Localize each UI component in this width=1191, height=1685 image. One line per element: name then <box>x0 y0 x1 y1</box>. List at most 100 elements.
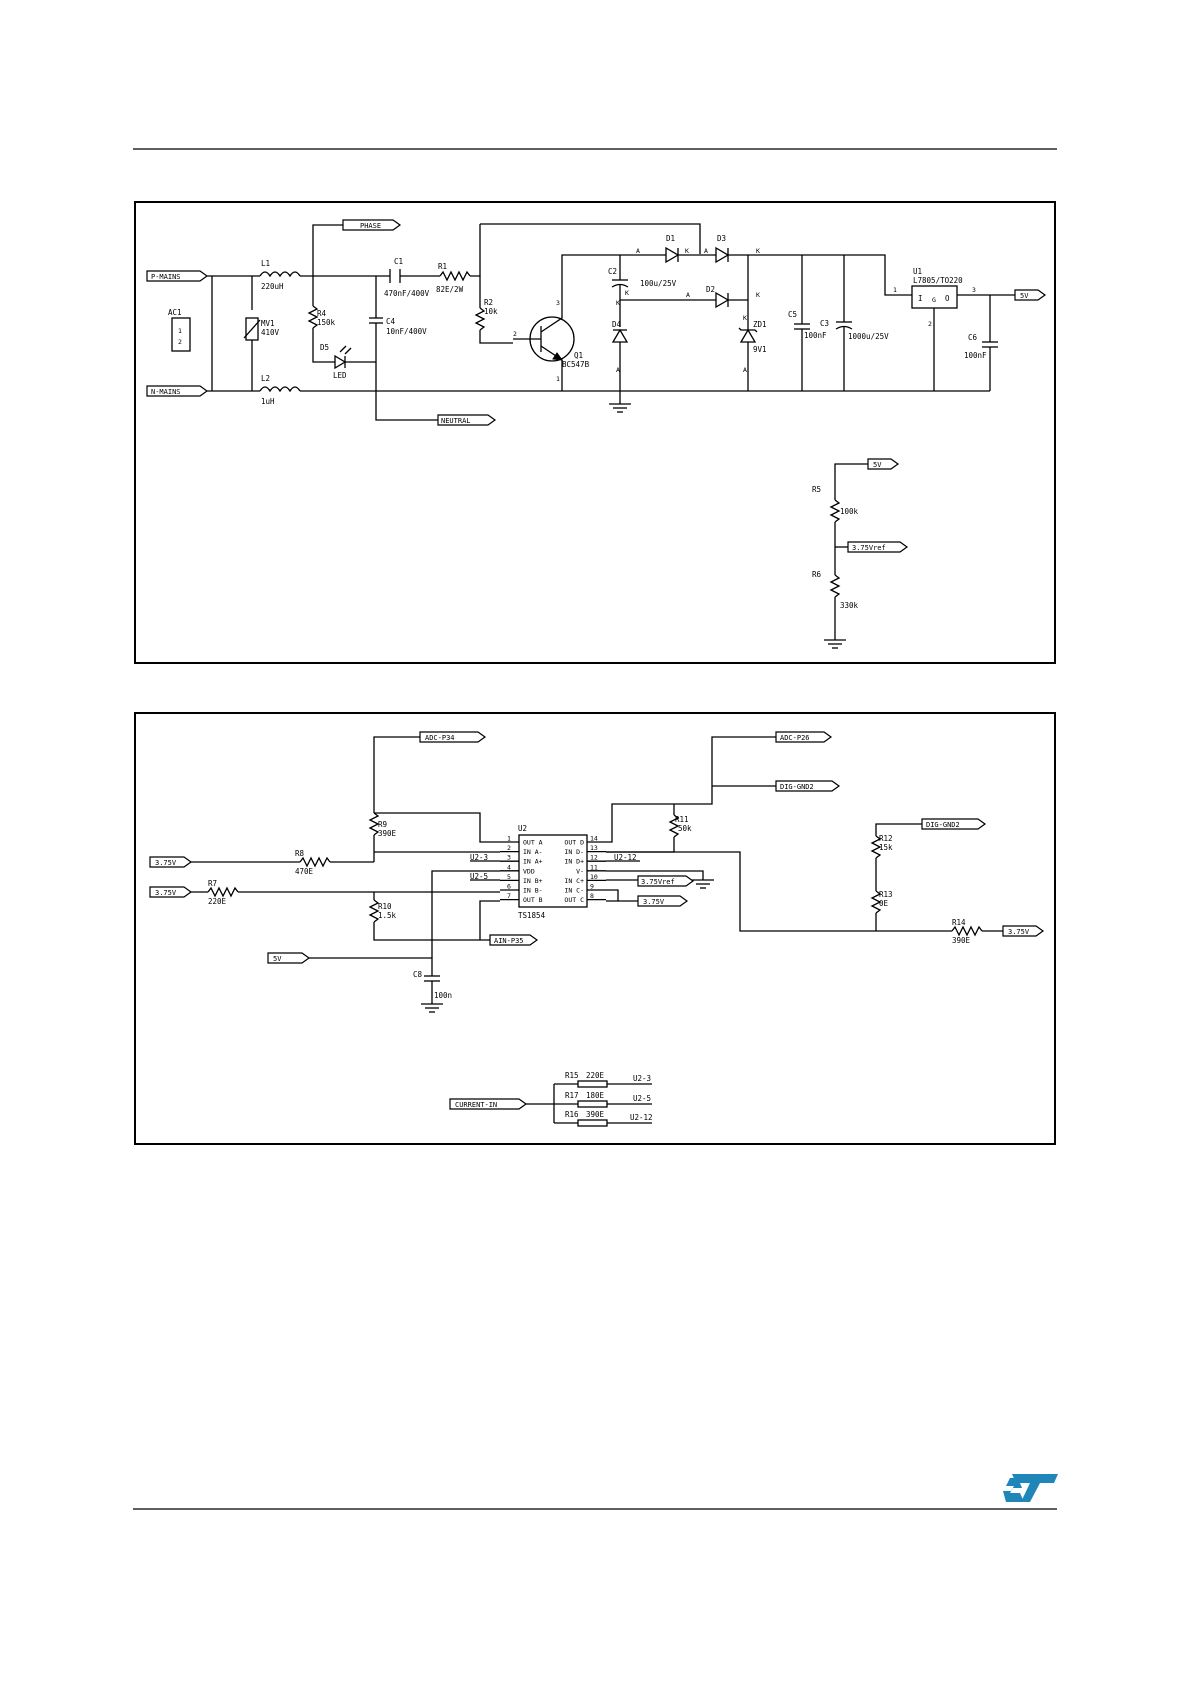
r2-ref: R2 <box>484 298 493 307</box>
r17-resistor <box>577 1100 608 1108</box>
r14-ref: R14 <box>952 918 966 927</box>
u1-pin3: 3 <box>972 286 976 294</box>
r13-value: 0E <box>879 899 889 908</box>
c1-ref: C1 <box>394 257 403 266</box>
st-logo-icon <box>1003 1474 1058 1502</box>
u2-pin-number: 9 <box>590 883 594 891</box>
d5-value: LED <box>333 371 347 380</box>
port-375v-r14 <box>1002 925 1045 937</box>
u2-pin-name: OUT C <box>564 896 584 904</box>
port-neutral <box>437 414 497 426</box>
zd1-k: K <box>743 314 747 322</box>
r15-value: 220E <box>586 1071 605 1080</box>
r7-ref: R7 <box>208 879 217 888</box>
net-u2-3-left: U2-3 <box>470 853 488 862</box>
port-ref-u2-label: 3.75Vref <box>641 878 675 886</box>
u2-pin-name: VDD <box>523 867 535 875</box>
port-375v-in2 <box>149 886 193 898</box>
u2-pin-name: IN A- <box>523 848 543 856</box>
r14-value: 390E <box>952 936 971 945</box>
d4-k: K <box>616 299 620 307</box>
r10-ref: R10 <box>378 902 392 911</box>
port-adc-p26-label: ADC-P26 <box>780 734 810 742</box>
d5-ref: D5 <box>320 343 329 352</box>
r8-value: 470E <box>295 867 314 876</box>
r16-ref: R16 <box>565 1110 579 1119</box>
r10-resistor <box>368 899 380 923</box>
power-frame <box>134 201 1056 664</box>
u2-pin-number: 4 <box>507 863 511 871</box>
c4-ref: C4 <box>386 317 396 326</box>
c6-ref: C6 <box>968 333 978 342</box>
u1-pin1: 1 <box>893 286 897 294</box>
r2-resistor <box>474 307 486 331</box>
r17-ref: R17 <box>565 1091 579 1100</box>
port-ref-u2 <box>637 875 695 887</box>
c3-value: 1000u/25V <box>848 332 889 341</box>
r13-resistor <box>870 890 882 914</box>
mv1-ref: MV1 <box>261 319 275 328</box>
l1-inductor <box>259 271 301 278</box>
u2-ref: U2 <box>518 824 527 833</box>
zd1-zener <box>739 328 757 343</box>
c6-value: 100nF <box>964 351 987 360</box>
q1-pin3: 3 <box>556 299 560 307</box>
q1-ref: Q1 <box>574 351 583 360</box>
zd1-ref: ZD1 <box>753 320 767 329</box>
u2-pin-name: OUT B <box>523 896 543 904</box>
ac1-ref: AC1 <box>168 308 182 317</box>
r1-value: 82E/2W <box>436 285 464 294</box>
u2-pin-name: IN B+ <box>523 877 543 885</box>
port-5v-out-label: 5V <box>1020 292 1029 300</box>
port-dig-gnd2-b-label: DIG-GND2 <box>926 821 960 829</box>
d4-diode <box>611 328 629 343</box>
r6-resistor <box>829 574 841 598</box>
l1-ref: L1 <box>261 259 270 268</box>
d3-a: A <box>704 247 708 255</box>
u2-pin-name: IN A+ <box>523 858 543 866</box>
r9-value: 390E <box>378 829 397 838</box>
port-p-mains <box>146 270 209 282</box>
c2-k: K <box>625 289 629 297</box>
u2-pin-number: 10 <box>590 873 598 881</box>
r14-resistor <box>951 925 983 937</box>
u2-pin-number: 5 <box>507 873 511 881</box>
u2-pin-name: IN D- <box>564 848 584 856</box>
r11-ref: R11 <box>675 815 689 824</box>
r16-value: 390E <box>586 1110 605 1119</box>
u2-pin-number: 3 <box>507 854 511 862</box>
r8-resistor <box>299 856 331 868</box>
u2-pin-number: 6 <box>507 883 511 891</box>
d2-k: K <box>756 291 760 299</box>
u2-pin-number: 8 <box>590 892 594 900</box>
net-u2-5-bottom: U2-5 <box>633 1094 651 1103</box>
net-u2-5-left: U2-5 <box>470 872 488 881</box>
u2-pin-number: 11 <box>590 863 598 871</box>
c3-ref: C3 <box>820 319 829 328</box>
opamp-frame <box>134 712 1056 1145</box>
d1-k: K <box>685 247 689 255</box>
d3-diode <box>715 246 730 264</box>
u1-gnd: G <box>932 296 936 304</box>
c4-value: 10nF/400V <box>386 327 427 336</box>
c1-value: 470nF/400V <box>384 289 430 298</box>
r4-ref: R4 <box>317 309 327 318</box>
r5-ref: R5 <box>812 485 821 494</box>
r4-resistor <box>307 305 319 329</box>
r1-resistor <box>439 270 471 282</box>
port-375v-out-label: 3.75V <box>643 898 665 906</box>
ac1-pin2: 2 <box>178 338 182 346</box>
l2-ref: L2 <box>261 374 270 383</box>
net-u2-12-bottom: U2-12 <box>630 1113 653 1122</box>
zd1-a: A <box>743 366 747 374</box>
u2-pin-number: 12 <box>590 854 598 862</box>
r12-resistor <box>870 835 882 859</box>
d3-ref: D3 <box>717 234 726 243</box>
l1-value: 220uH <box>261 282 284 291</box>
u2-pin-number: 2 <box>507 844 511 852</box>
q1-pin1: 1 <box>556 375 560 383</box>
power-supply-schematic: P-MAINS N-MAINS AC1 1 2 PHASE R4 150k <box>134 201 1056 664</box>
c5-ref: C5 <box>788 310 797 319</box>
ac1-pin1: 1 <box>178 327 182 335</box>
d4-ref: D4 <box>612 320 622 329</box>
